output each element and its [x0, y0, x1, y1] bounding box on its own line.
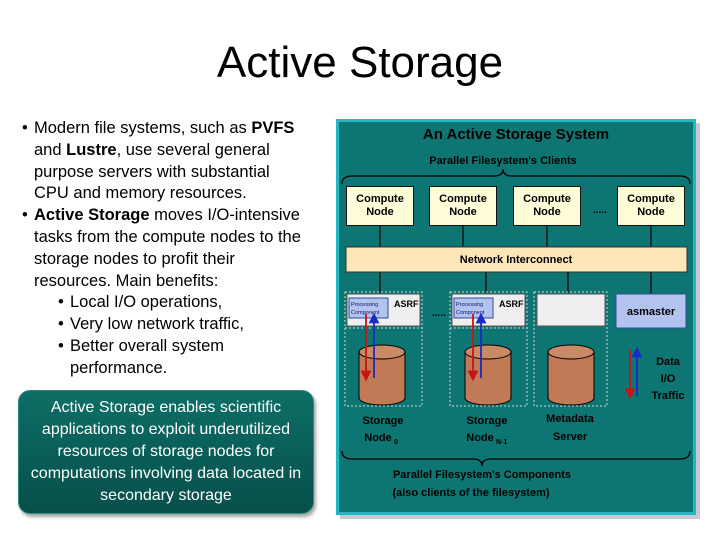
bullet-text: resources. Main benefits: [34, 271, 219, 290]
disk-drum-metadata [547, 344, 595, 406]
metadata-label-1: Metadata [546, 413, 595, 425]
sub-bullet-text: Local I/O operations, [70, 293, 223, 312]
compute-node-label: Compute [627, 193, 675, 205]
storage-label-0: Storage [363, 415, 404, 427]
bullet-text: storage nodes to profit their [34, 249, 235, 268]
bullet-text: , use several general [116, 140, 270, 159]
clients-label: Parallel Filesystem's Clients [429, 155, 577, 167]
bullet-dot-icon: • [58, 336, 64, 355]
bullet-text: CPU and memory resources. [34, 184, 247, 203]
bullet-text: purpose servers with substantial [34, 162, 270, 181]
sub-bullet-text: Very low network traffic, [70, 315, 244, 334]
slide-title: Active Storage [216, 38, 504, 87]
storage-node-0-outline [344, 291, 423, 407]
diagram-title: An Active Storage System [423, 126, 609, 143]
asrf-label-0: ASRF [394, 299, 419, 309]
sub-bullet-3: • Better overall system performance. [14, 336, 332, 380]
metadata-server-cpu [536, 293, 606, 327]
compute-node-label: Compute [356, 193, 404, 205]
callout-text: Active Storage enables scientific applic… [30, 399, 302, 504]
legend-traffic: Traffic [651, 390, 684, 402]
sub-bullet-1: • Local I/O operations, [14, 292, 332, 314]
storage-ellipsis: ..... [432, 308, 446, 319]
asmaster-label: asmaster [627, 306, 676, 318]
bullet-bold-lustre: Lustre [66, 140, 117, 159]
asmaster-box [615, 293, 687, 329]
bullet-dot-icon: • [22, 206, 28, 225]
bullet-dot-icon: • [58, 293, 64, 312]
components-label-2: (also clients of the filesystem) [392, 487, 549, 499]
network-label: Network Interconnect [460, 254, 573, 266]
processing-label-nb: Component [456, 310, 485, 316]
bullet-1: • Modern file systems, such as PVFS and … [14, 118, 332, 205]
processing-label-0a: Processing [351, 302, 378, 308]
bullet-bold-active-storage: Active Storage [34, 206, 150, 225]
bullet-text: Modern file systems, such as [34, 119, 252, 137]
clients-brace [341, 168, 691, 185]
storage-label-n: Storage [467, 415, 508, 427]
components-label-1: Parallel Filesystem's Components [393, 469, 571, 481]
legend-data: Data [656, 356, 681, 368]
bullet-bold-pvfs: PVFS [251, 119, 295, 137]
metadata-server-frame [533, 291, 608, 407]
sub-bullet-text: Better overall system [70, 336, 225, 355]
bullet-text: and [34, 140, 67, 159]
compute-ellipsis: ..... [593, 205, 607, 216]
node-label-0: Node [364, 432, 392, 444]
compute-node-label: Compute [439, 193, 487, 205]
bullet-text: moves I/O-intensive [149, 206, 300, 225]
processing-label-na: Processing [456, 302, 483, 308]
compute-node-label: Node [533, 206, 561, 218]
sub-bullet-text: performance. [70, 358, 168, 377]
compute-node-label: Node [366, 206, 394, 218]
node-subscript-0: 0 [394, 439, 398, 446]
compute-node-label: Node [637, 206, 665, 218]
node-label-n: Node [466, 432, 494, 444]
bullet-list: • Modern file systems, such as PVFS and … [14, 118, 332, 380]
callout-box: Active Storage enables scientific applic… [18, 390, 314, 514]
legend-io: I/O [661, 373, 676, 385]
node-subscript-n: N-1 [496, 439, 507, 446]
node-connectors [379, 226, 652, 293]
compute-node-label: Compute [523, 193, 571, 205]
storage-node-n-outline [449, 291, 528, 407]
compute-node-label: Node [449, 206, 477, 218]
sub-bullet-2: • Very low network traffic, [14, 314, 332, 336]
bullet-text: tasks from the compute nodes to the [34, 227, 301, 246]
metadata-label-2: Server [553, 431, 588, 443]
bullet-dot-icon: • [58, 315, 64, 334]
disk-drum-n [464, 344, 512, 406]
network-interconnect-bar [345, 246, 688, 273]
components-brace [341, 450, 691, 467]
processing-label-0b: Component [351, 310, 380, 316]
asrf-label-n: ASRF [499, 299, 524, 309]
bullet-2: • Active Storage moves I/O-intensive tas… [14, 205, 332, 292]
io-arrows [360, 312, 643, 400]
bullet-dot-icon: • [22, 119, 28, 137]
